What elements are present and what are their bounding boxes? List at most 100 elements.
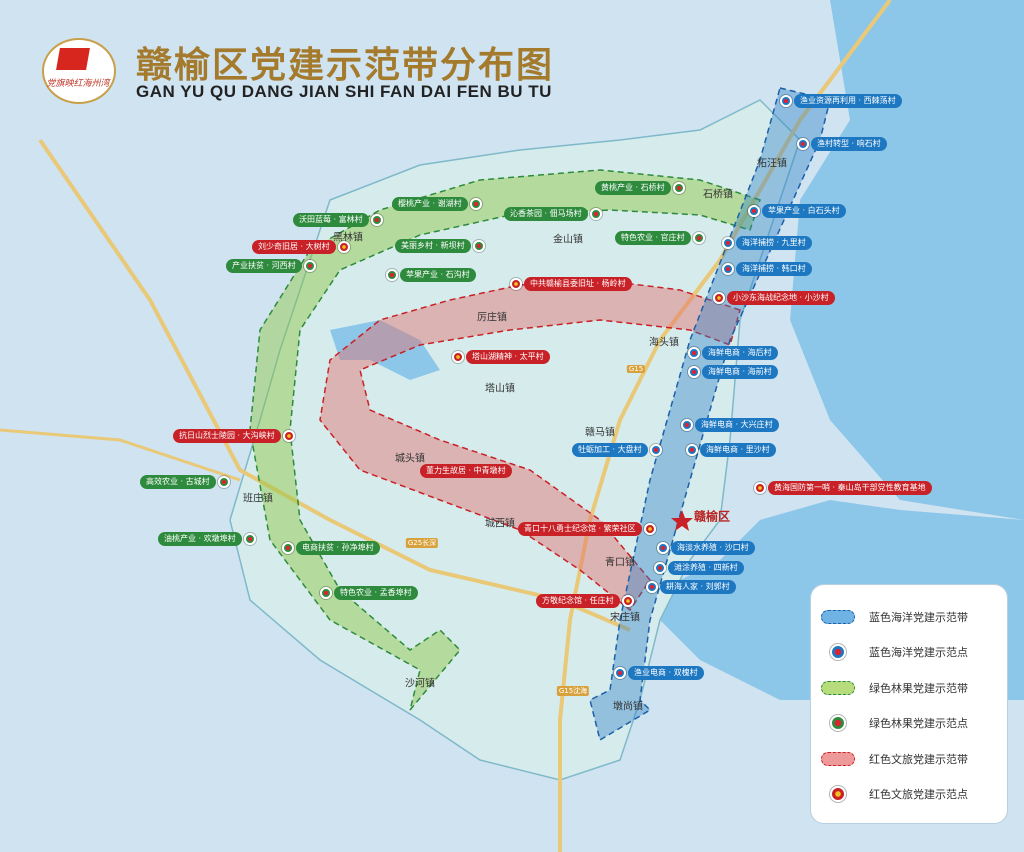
town-label: 石桥镇 — [703, 189, 733, 201]
road-shield: G15沈海 — [556, 686, 590, 696]
logo-text: 党旗映红海州湾 — [46, 79, 110, 89]
party-pin-icon — [722, 237, 734, 249]
party-pin-icon — [589, 208, 602, 220]
red-marker[interactable]: 抗日山烈士陵园 · 大沟峡村 — [173, 429, 297, 443]
page-subtitle: GAN YU QU DANG JIAN SHI FAN DAI FEN BU T… — [136, 82, 552, 101]
blue-marker[interactable]: 海鲜电商 · 海前村 — [686, 365, 778, 379]
party-pin-icon — [686, 444, 698, 456]
blue-marker[interactable]: 海鲜电商 · 里沙村 — [684, 443, 776, 457]
party-pin-icon — [282, 430, 295, 442]
marker-label: 海鲜电商 · 海后村 — [702, 346, 778, 360]
red-marker[interactable]: 刘少奇旧居 · 大树村 — [252, 240, 352, 254]
party-pin-icon — [692, 232, 705, 244]
party-pin-icon — [797, 138, 809, 150]
party-pin-icon — [469, 198, 482, 210]
marker-label: 刘少奇旧居 · 大树村 — [252, 240, 336, 254]
legend-band-swatch — [821, 680, 855, 695]
party-pin-icon — [337, 241, 350, 253]
marker-label: 海鲜电商 · 海前村 — [702, 365, 778, 379]
marker-label: 苹果产业 · 石沟村 — [400, 268, 476, 282]
blue-marker[interactable]: 耕海人家 · 刘郭村 — [644, 580, 736, 594]
legend-label: 绿色林果党建示范带 — [869, 681, 968, 695]
town-label: 海头镇 — [649, 337, 679, 349]
party-pin-icon — [303, 260, 316, 272]
legend-label: 红色文旅党建示范点 — [869, 788, 968, 802]
blue-marker[interactable]: 渔业电商 · 双槐村 — [612, 666, 704, 680]
party-pin-icon — [657, 542, 669, 554]
town-label: 赣马镇 — [585, 427, 615, 439]
party-pin-icon — [614, 667, 626, 679]
marker-label: 塔山湖精神 · 太平村 — [466, 350, 550, 364]
green-marker[interactable]: 苹果产业 · 石沟村 — [384, 268, 476, 282]
marker-label: 黄桃产业 · 石桥村 — [595, 181, 671, 195]
marker-label: 海洋捕捞 · 韩口村 — [736, 262, 812, 276]
town-label: 青口镇 — [605, 557, 635, 569]
party-pin-icon — [654, 562, 666, 574]
green-marker[interactable]: 沁香茶园 · 佃马场村 — [504, 207, 604, 221]
green-marker[interactable]: 电商扶贫 · 孙净埠村 — [280, 541, 380, 555]
party-pin-icon — [452, 351, 464, 363]
town-label: 墩尚镇 — [613, 701, 643, 713]
red-marker[interactable]: 塔山湖精神 · 太平村 — [450, 350, 550, 364]
green-marker[interactable]: 樱桃产业 · 谢湖村 — [392, 197, 484, 211]
party-logo: 党旗映红海州湾 — [40, 36, 124, 106]
legend-label: 绿色林果党建示范点 — [869, 717, 968, 731]
legend: 蓝色海洋党建示范带 蓝色海洋党建示范点 绿色林果党建示范带 绿色林果党建示范点 … — [810, 584, 1008, 824]
blue-marker[interactable]: 海洋捕捞 · 韩口村 — [720, 262, 812, 276]
marker-label: 渔村转型 · 响石村 — [811, 137, 887, 151]
blue-marker[interactable]: 海洋捕捞 · 九里村 — [720, 236, 812, 250]
red-marker[interactable]: 黄海国防第一哨 · 秦山岛干部党性教育基地 — [752, 481, 932, 495]
town-label: 柘汪镇 — [757, 158, 787, 170]
party-pin-icon — [646, 581, 658, 593]
green-marker[interactable]: 特色农业 · 官庄村 — [615, 231, 707, 245]
party-pin-icon — [370, 214, 383, 226]
green-marker[interactable]: 油桃产业 · 欢墩埠村 — [158, 532, 258, 546]
party-pin-icon — [282, 542, 294, 554]
green-marker[interactable]: 美丽乡村 · 新坝村 — [395, 239, 487, 253]
page-title: 赣榆区党建示范带分布图 — [136, 45, 555, 86]
marker-label: 高效农业 · 古城村 — [140, 475, 216, 489]
green-marker[interactable]: 特色农业 · 孟香埠村 — [318, 586, 418, 600]
party-pin-icon — [713, 292, 725, 304]
blue-marker[interactable]: 海淡水养殖 · 沙口村 — [655, 541, 755, 555]
blue-marker[interactable]: 渔村转型 · 响石村 — [795, 137, 887, 151]
blue-marker[interactable]: 渔业资源再利用 · 西棘荡村 — [778, 94, 902, 108]
town-label: 黑林镇 — [333, 232, 363, 244]
green-marker[interactable]: 黄桃产业 · 石桥村 — [595, 181, 687, 195]
red-marker[interactable]: 中共赣榆县委旧址 · 杨岭村 — [508, 277, 632, 291]
region-outline — [229, 99, 801, 781]
red-marker[interactable]: 青口十八勇士纪念馆 · 繁荣社区 — [518, 522, 658, 536]
party-pin-icon — [472, 240, 485, 252]
party-pin-icon — [243, 533, 256, 545]
green-marker[interactable]: 沃田蓝莓 · 富林村 — [293, 213, 385, 227]
blue-marker[interactable]: 苹果产业 · 白石头村 — [746, 204, 846, 218]
legend-label: 蓝色海洋党建示范点 — [869, 646, 968, 660]
marker-label: 方敬纪念馆 · 任庄村 — [536, 594, 620, 608]
town-label: 厉庄镇 — [477, 312, 507, 324]
marker-label: 牡蛎加工 · 大盘村 — [572, 443, 648, 457]
party-pin-icon — [643, 523, 656, 535]
red-marker[interactable]: 董力生故居 · 中青墩村 — [420, 464, 512, 478]
party-pin-icon — [681, 419, 693, 431]
marker-label: 黄海国防第一哨 · 秦山岛干部党性教育基地 — [768, 481, 932, 495]
blue-marker[interactable]: 海鲜电商 · 大兴庄村 — [679, 418, 779, 432]
party-pin-icon — [780, 95, 792, 107]
party-pin-icon — [672, 182, 685, 194]
marker-label: 特色农业 · 孟香埠村 — [334, 586, 418, 600]
blue-marker[interactable]: 海鲜电商 · 海后村 — [686, 346, 778, 360]
legend-row: 蓝色海洋党建示范点 — [821, 635, 997, 671]
blue-marker[interactable]: 牡蛎加工 · 大盘村 — [572, 443, 664, 457]
blue-marker[interactable]: 滩涂养殖 · 四新村 — [652, 561, 744, 575]
red-marker[interactable]: 方敬纪念馆 · 任庄村 — [536, 594, 636, 608]
marker-label: 沃田蓝莓 · 富林村 — [293, 213, 369, 227]
sea-east — [790, 0, 1024, 520]
road-shield: G15 — [626, 365, 646, 373]
green-marker[interactable]: 产业扶贫 · 河西村 — [226, 259, 318, 273]
party-pin-icon — [722, 263, 734, 275]
red-marker[interactable]: 小沙东海战纪念地 · 小沙村 — [711, 291, 835, 305]
town-label: 班庄镇 — [243, 493, 273, 505]
green-marker[interactable]: 高效农业 · 古城村 — [140, 475, 232, 489]
legend-band-swatch — [821, 609, 855, 624]
legend-row: 蓝色海洋党建示范带 — [821, 599, 997, 635]
